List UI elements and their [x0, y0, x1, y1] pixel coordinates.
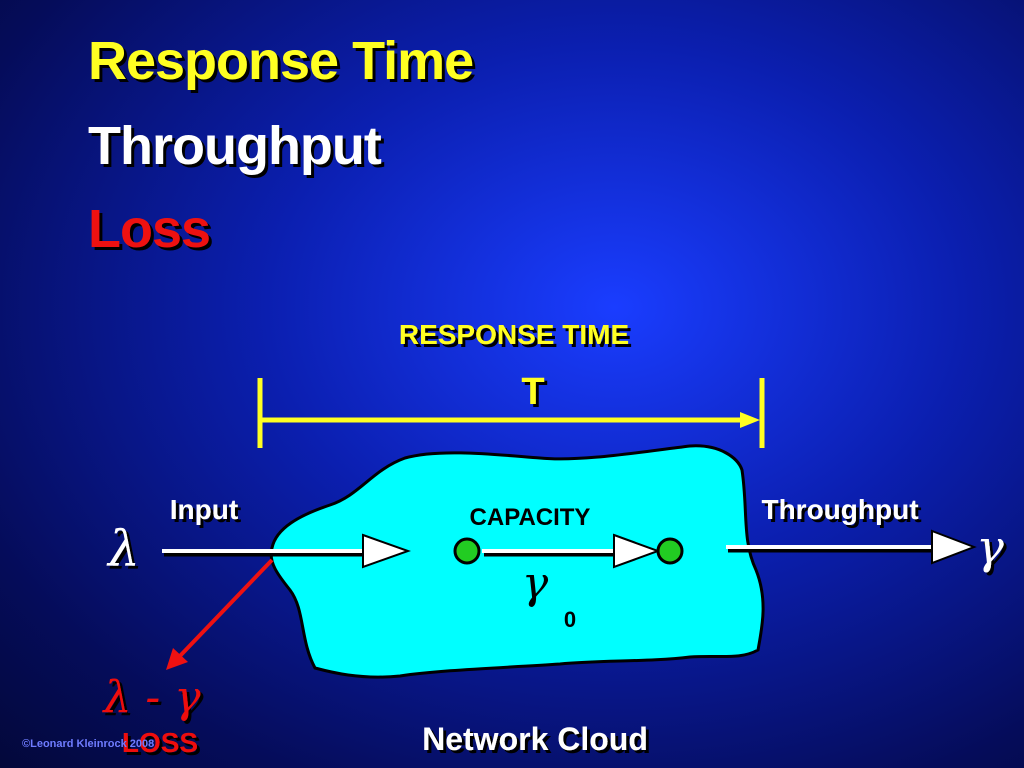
- throughput-arrowhead: [931, 529, 977, 565]
- loss-arrow-shaft: [176, 558, 274, 660]
- capacity-label: CAPACITY: [470, 504, 591, 531]
- source-node: [453, 537, 481, 565]
- loss-arrowhead: [166, 648, 188, 670]
- capacity-subscript: 0: [564, 607, 576, 632]
- sink-node: [656, 537, 684, 565]
- response-time-symbol: T: [521, 371, 544, 413]
- response-time-label: RESPONSE TIME: [399, 319, 629, 350]
- throughput-label: Throughput: [761, 494, 918, 525]
- loss-label: LOSS: [122, 727, 198, 758]
- capacity-symbol: γ: [522, 558, 549, 609]
- title-loss: Loss: [88, 199, 211, 259]
- input-symbol: λ: [106, 520, 140, 578]
- throughput-symbol: γ: [976, 520, 1004, 574]
- title-throughput: Throughput: [88, 116, 382, 176]
- response-time-arrowhead: [740, 412, 760, 428]
- copyright-notice: ©Leonard Kleinrock 2008: [22, 738, 155, 750]
- input-arrowhead: [362, 533, 411, 569]
- network-cloud-label: Network Cloud: [422, 721, 648, 757]
- response-time-bracket: [257, 378, 765, 448]
- network-cloud-shape: [269, 444, 765, 679]
- input-label: Input: [170, 494, 238, 525]
- title-response-time: Response Time: [88, 31, 474, 91]
- loss-expression: λ - γ: [101, 672, 201, 723]
- capacity-arrowhead: [613, 533, 661, 569]
